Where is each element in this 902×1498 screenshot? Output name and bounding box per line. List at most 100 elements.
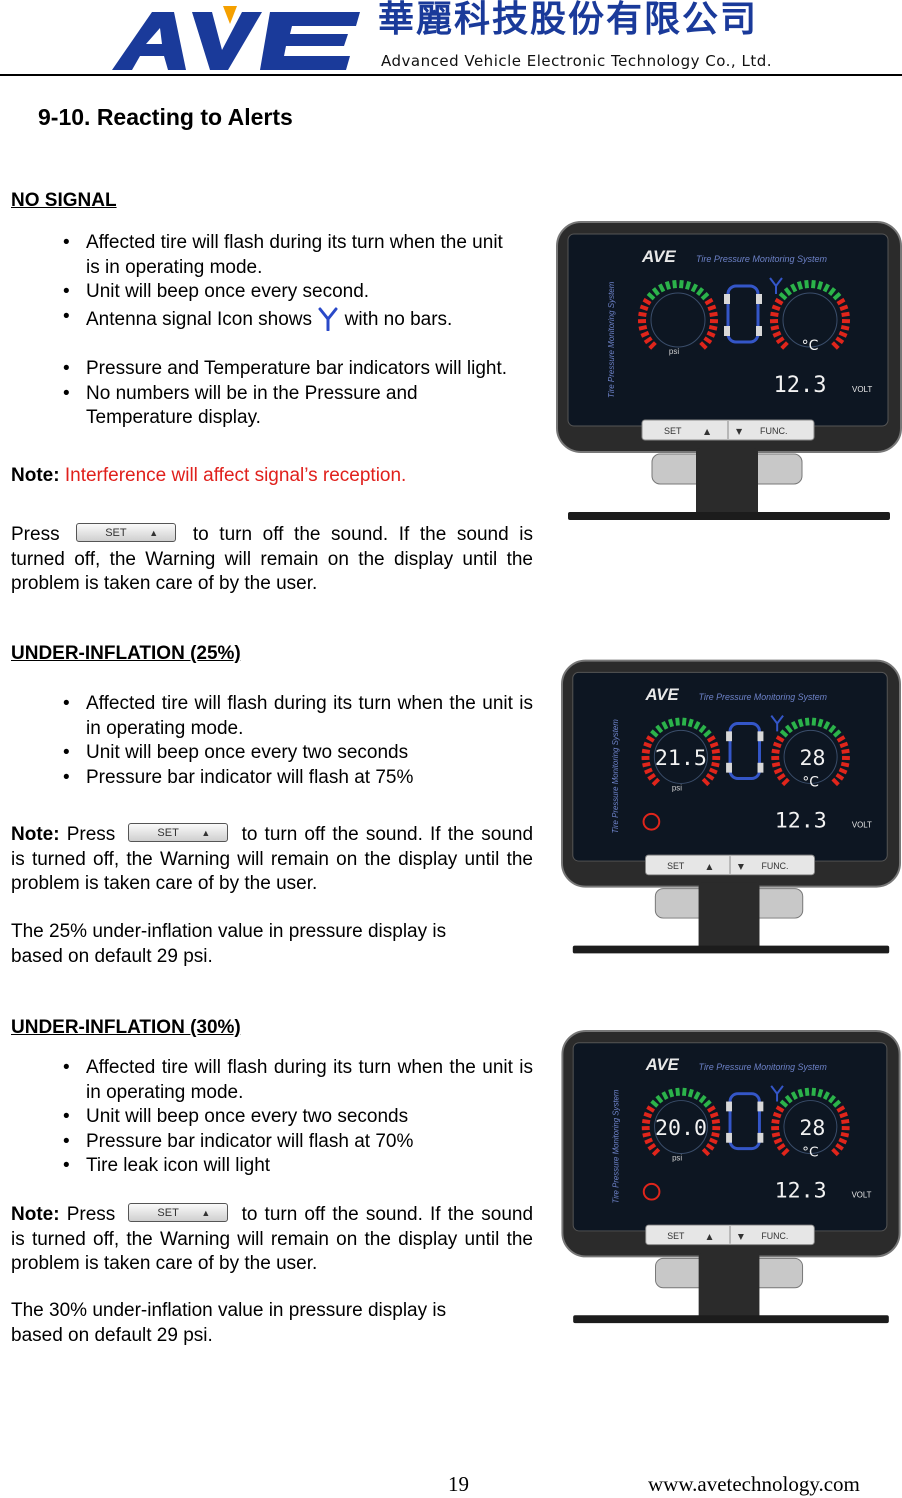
celsius-unit-label: °C bbox=[802, 1144, 818, 1160]
gauge-segment bbox=[699, 341, 708, 350]
temperature-value: 28 bbox=[799, 1116, 825, 1141]
pressure-value: 20.0 bbox=[655, 1116, 707, 1141]
device-brand-logo: AVE bbox=[645, 685, 680, 704]
gauge-segment bbox=[668, 718, 674, 728]
gauge-segment bbox=[672, 279, 677, 289]
gauge-segment bbox=[838, 767, 848, 775]
gauge-segment bbox=[790, 720, 799, 730]
gauge-segment bbox=[839, 304, 849, 312]
under30-extra-text: The 30% under-inflation value in pressur… bbox=[11, 1300, 447, 1346]
company-name-chinese: 華麗科技股份有限公司 bbox=[378, 0, 759, 40]
gauge-segment bbox=[646, 1105, 656, 1113]
gauge-segment bbox=[817, 281, 824, 290]
gauge-segment bbox=[779, 729, 789, 738]
gauge-segment bbox=[655, 724, 664, 734]
list-item: No numbers will be in the Pressure and T… bbox=[11, 382, 486, 431]
volt-unit-label: VOLT bbox=[852, 821, 872, 830]
gauge-segment bbox=[841, 1118, 850, 1125]
device-func-label: FUNC. bbox=[760, 426, 788, 436]
gauge-segment bbox=[772, 1111, 782, 1119]
gauge-segment bbox=[685, 281, 692, 290]
gauge-segment bbox=[651, 777, 661, 787]
tire-icon bbox=[757, 731, 764, 742]
pressure-value: 21.5 bbox=[655, 746, 707, 771]
gauge-segment bbox=[811, 717, 817, 726]
device-stand-base bbox=[573, 1315, 889, 1324]
device-side-label: Tire Pressure Monitoring System bbox=[611, 719, 620, 834]
temperature-value: 28 bbox=[800, 746, 826, 771]
gauge-segment bbox=[822, 283, 830, 293]
gauge-inner-ring bbox=[783, 729, 838, 784]
gauge-segment bbox=[698, 1094, 707, 1104]
list-item: Unit will beep once every second. bbox=[11, 280, 533, 305]
gauge-segment bbox=[703, 729, 712, 738]
device-down-arrow-icon: ▼ bbox=[738, 862, 745, 871]
gauge-segment bbox=[661, 720, 669, 730]
gauge-segment bbox=[804, 1087, 810, 1096]
gauge-segment bbox=[709, 1111, 719, 1119]
gauge-segment bbox=[831, 1147, 840, 1157]
page-header: 華麗科技股份有限公司 Advanced Vehicle Electronic T… bbox=[0, 0, 902, 78]
device-set-label: SET bbox=[667, 861, 685, 871]
note-label: Note: bbox=[11, 465, 60, 486]
device-system-label: Tire Pressure Monitoring System bbox=[699, 1062, 827, 1072]
gauge-segment bbox=[675, 1087, 681, 1096]
gauge-segment bbox=[693, 1091, 701, 1100]
gauge-segment bbox=[840, 761, 850, 768]
gauge-segment bbox=[698, 724, 707, 734]
gauge-segment bbox=[709, 741, 719, 749]
gauge-segment bbox=[643, 336, 653, 345]
gauge-segment bbox=[772, 741, 782, 749]
device-stand-post bbox=[698, 1252, 760, 1322]
car-icon bbox=[728, 722, 761, 780]
gauge-segment bbox=[771, 1131, 781, 1138]
psi-unit-label: psi bbox=[672, 783, 682, 792]
gauge-segment bbox=[709, 311, 718, 317]
device-side-label: Tire Pressure Monitoring System bbox=[611, 1089, 620, 1203]
gauge-segment bbox=[706, 735, 716, 743]
gauge-segment bbox=[642, 297, 652, 306]
gauge-segment bbox=[804, 717, 810, 726]
up-arrow-icon: ▲ bbox=[201, 1208, 211, 1218]
gauge-inner-ring bbox=[782, 292, 838, 348]
gauge-segment bbox=[841, 311, 850, 317]
device-set-label: SET bbox=[664, 426, 682, 436]
gauge-segment bbox=[682, 1087, 687, 1096]
tire-icon bbox=[757, 1132, 764, 1143]
gauge-segment bbox=[832, 1099, 842, 1108]
gauge-segment bbox=[650, 729, 659, 738]
device-stand-post bbox=[698, 882, 760, 952]
gauge-segment bbox=[831, 341, 840, 350]
gauge-segment bbox=[832, 292, 842, 301]
press-text: Press bbox=[11, 524, 60, 545]
no-signal-note: Note: Interference will affect signal’s … bbox=[11, 464, 533, 489]
tire-icon bbox=[756, 326, 762, 336]
gauge-segment bbox=[709, 1137, 718, 1145]
page-number: 19 bbox=[448, 1472, 469, 1496]
car-icon bbox=[728, 1092, 761, 1151]
gauge-segment bbox=[771, 304, 781, 312]
gauge-segment bbox=[681, 717, 687, 726]
gauge-segment bbox=[773, 767, 783, 775]
list-item: Pressure and Temperature bar indicators … bbox=[11, 357, 511, 382]
gauge-segment bbox=[797, 718, 804, 728]
gauge-segment bbox=[687, 718, 694, 728]
gauge-segment bbox=[835, 772, 845, 781]
list-item: Affected tire will flash during its turn… bbox=[11, 1056, 533, 1105]
gauge-segment bbox=[828, 287, 837, 296]
gauge-segment bbox=[832, 729, 842, 738]
gauge-segment bbox=[642, 761, 651, 768]
car-icon bbox=[726, 284, 760, 344]
tire-icon bbox=[756, 294, 762, 304]
gauge-segment bbox=[836, 1105, 846, 1113]
gauge-segment bbox=[838, 1137, 848, 1145]
gauge-segment bbox=[817, 718, 824, 728]
voltage-value: 12.3 bbox=[775, 1179, 827, 1204]
gauge-segment bbox=[838, 330, 848, 338]
list-item: Unit will beep once every two seconds bbox=[11, 741, 533, 766]
gauge-segment bbox=[708, 325, 718, 331]
section-heading-no-signal: NO SIGNAL bbox=[11, 190, 117, 211]
footer-url: www.avetechnology.com bbox=[648, 1472, 860, 1496]
gauge-segment bbox=[781, 777, 790, 787]
